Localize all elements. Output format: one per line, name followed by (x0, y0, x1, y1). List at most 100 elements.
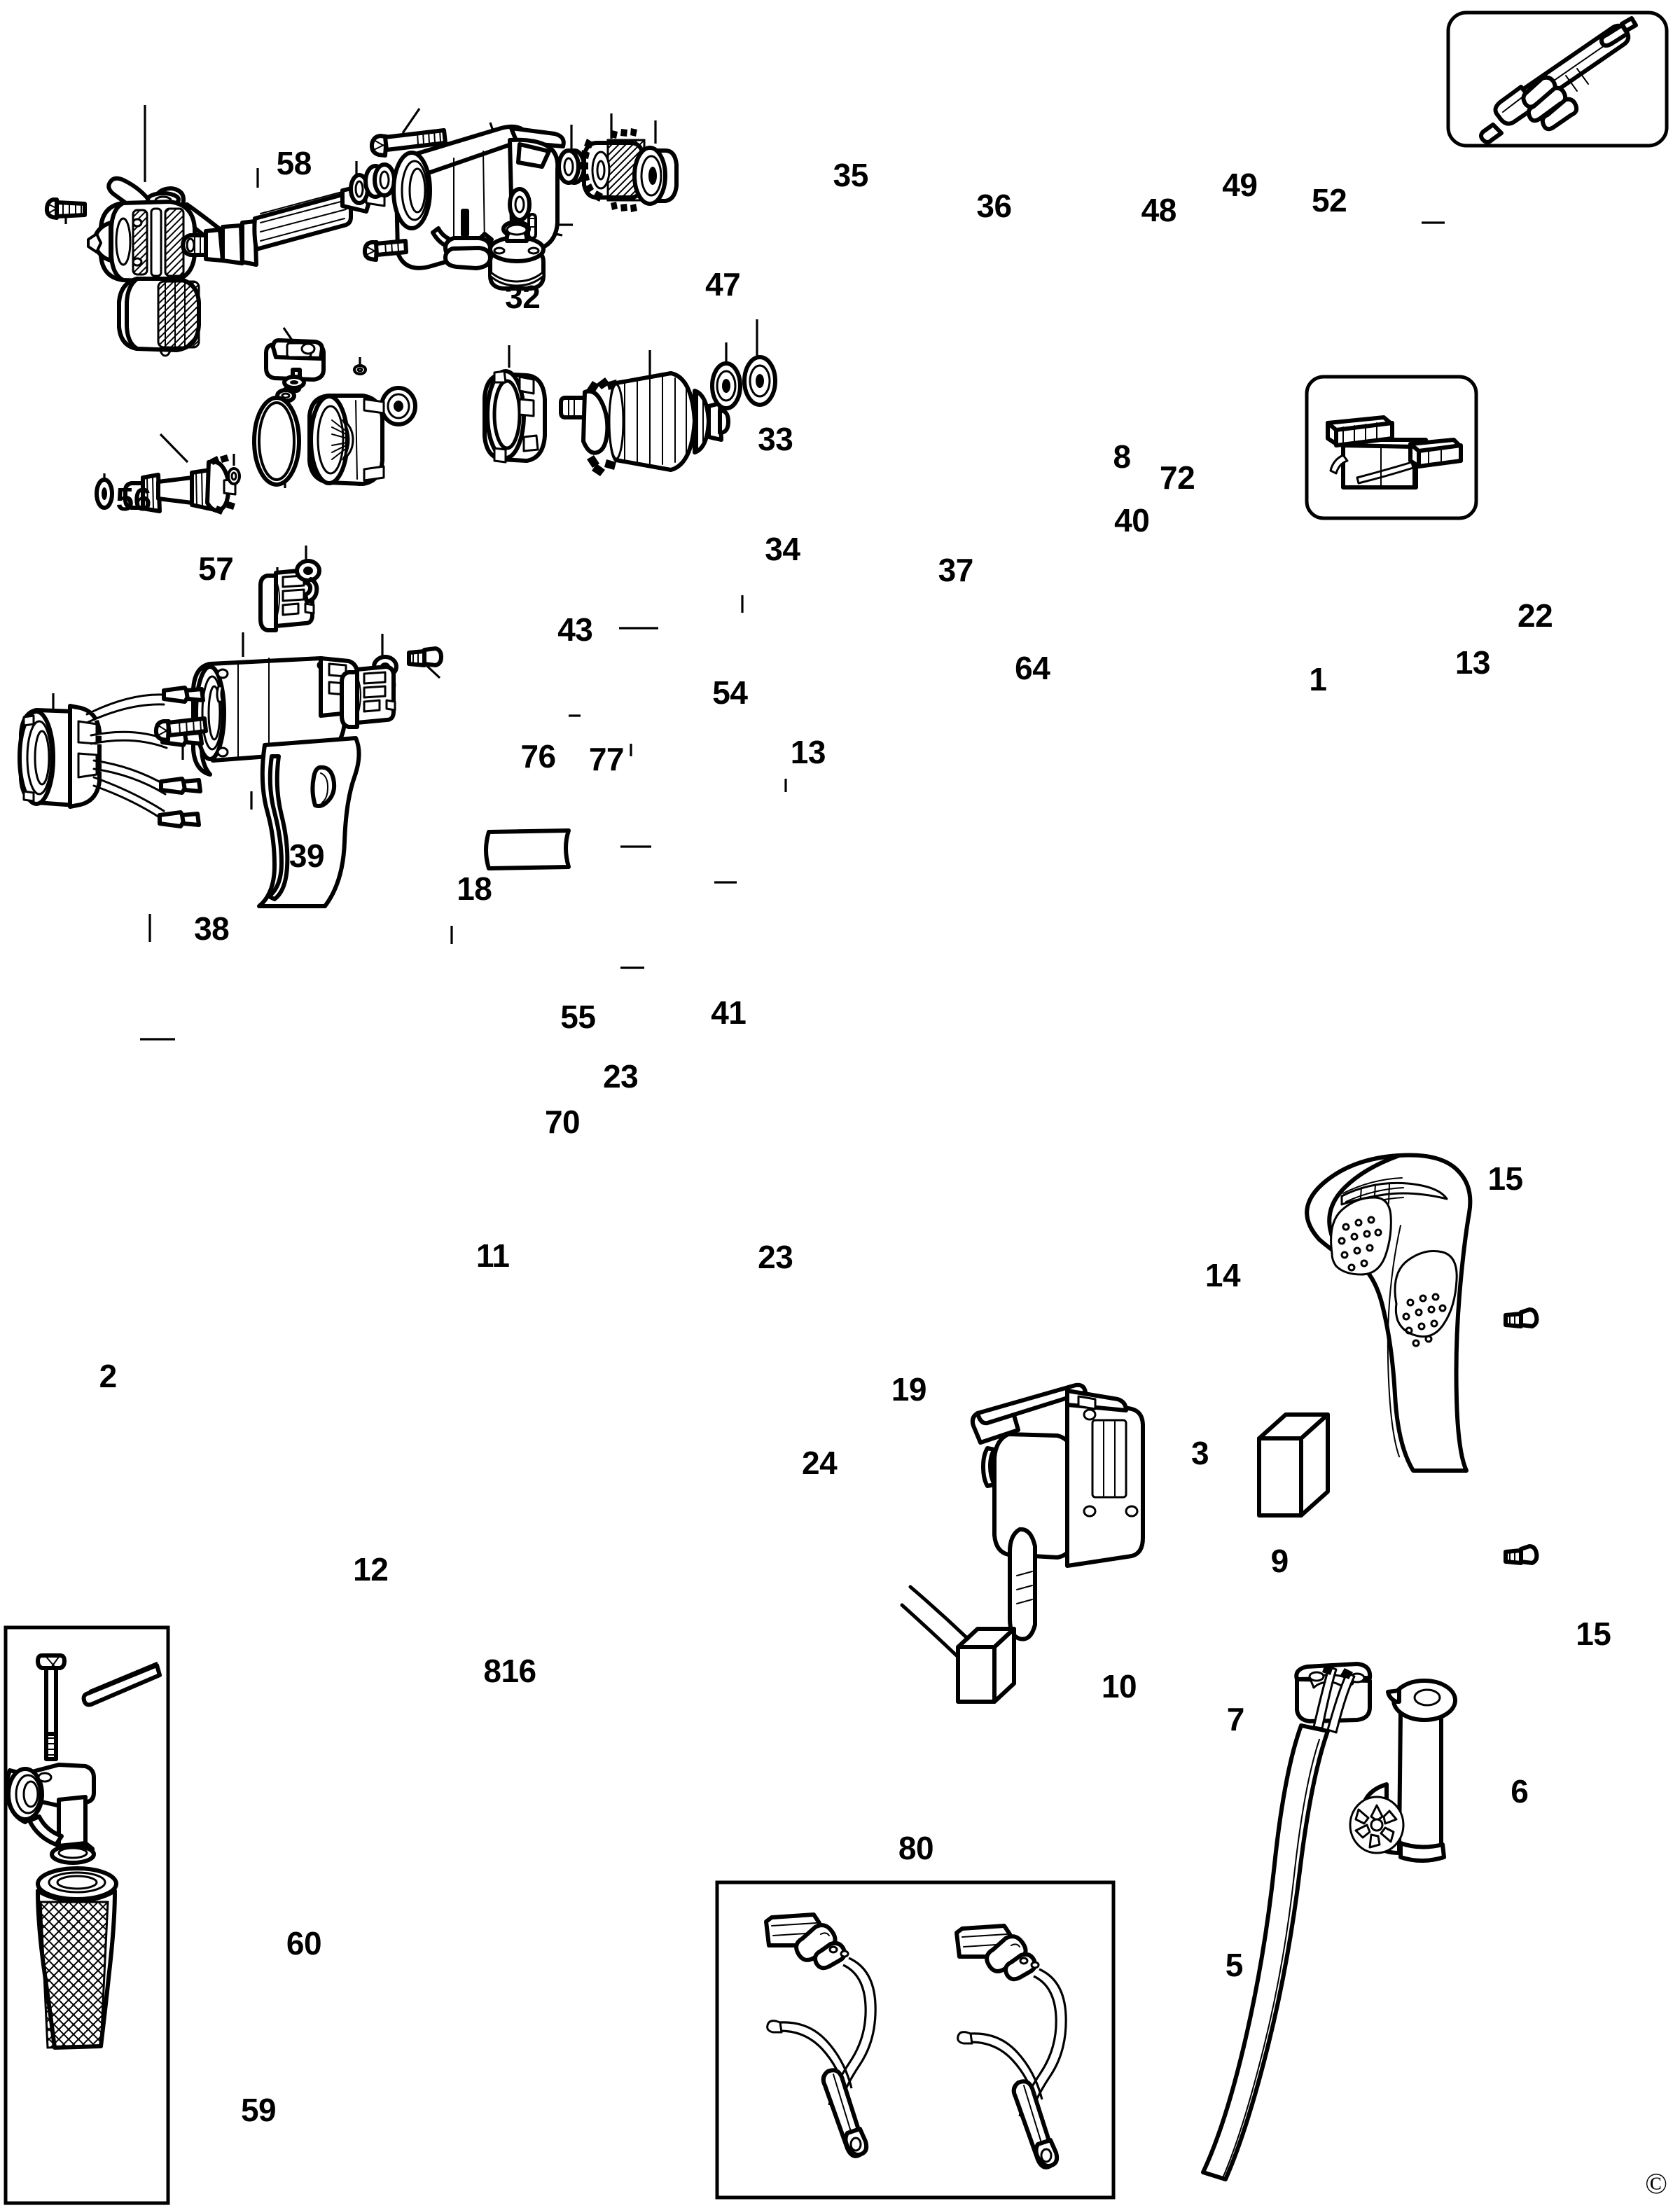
callout-43: 43 (557, 611, 593, 648)
part-47-washer (349, 173, 370, 205)
callout-41: 41 (711, 994, 747, 1031)
part-43-mode-switch (264, 338, 326, 393)
callout-7: 7 (1226, 1700, 1245, 1737)
copyright-mark: © (1645, 2168, 1667, 2200)
callout-18: 18 (457, 870, 492, 907)
part-76-washer (282, 375, 306, 390)
part-70-brush-holder (258, 568, 315, 632)
callout-1: 1 (1309, 661, 1327, 698)
callout-23b: 23 (758, 1238, 793, 1275)
part-13a-bearing (380, 386, 417, 426)
callout-38: 38 (194, 910, 230, 947)
part-24-brush-holder (340, 665, 396, 729)
callout-24: 24 (802, 1445, 838, 1482)
callout-60: 60 (286, 1925, 322, 1962)
callout-57: 57 (198, 550, 234, 588)
callout-19: 19 (891, 1370, 927, 1408)
part-39-intermediate-shaft (123, 454, 237, 515)
callout-55: 55 (560, 998, 596, 1035)
part-35-screw (369, 128, 447, 158)
part-14-handle-cover (1305, 1153, 1473, 1473)
callout-59: 59 (240, 2091, 277, 2128)
callout-8: 8 (1113, 438, 1131, 475)
part-3-switch (970, 1382, 1145, 1641)
part-56-screw (44, 197, 87, 220)
callout-39: 39 (289, 838, 325, 875)
part-15a-screw (1504, 1307, 1539, 1328)
callout-49: 49 (1222, 166, 1258, 203)
carbon-brush-right (954, 1924, 1067, 2169)
part-9-capacitor (1257, 1412, 1330, 1518)
part-6-cord-sleeve (1349, 1679, 1457, 1863)
part-10-cord-clamp (900, 1585, 1016, 1704)
part-5-cord (1201, 1664, 1356, 2181)
box-59-side-handle (4, 1625, 170, 2205)
callout-15a: 15 (1487, 1160, 1523, 1197)
part-54-washer (353, 364, 367, 375)
part-52-bearing (632, 146, 679, 206)
box-80-brush-set (715, 1880, 1116, 2200)
callout-76: 76 (520, 738, 556, 775)
part-60-depth-rod (81, 1662, 162, 1707)
part-37-spring (443, 209, 492, 270)
part-816-nameplate (484, 828, 571, 870)
callout-37: 37 (938, 552, 974, 589)
callout-15b: 15 (1576, 1615, 1611, 1652)
callout-52: 52 (1312, 182, 1347, 219)
callout-9: 9 (1270, 1543, 1289, 1580)
box-800-grease-gun (1446, 11, 1669, 148)
field-leads (85, 686, 205, 828)
box-836-kit-case (1305, 375, 1478, 520)
part-11-motor-housing (191, 656, 361, 908)
callout-32: 32 (505, 279, 541, 316)
callout-13a: 13 (790, 734, 826, 770)
part-59-bolt (36, 1653, 67, 1761)
part-2-field (18, 686, 205, 828)
callout-33: 33 (758, 421, 793, 458)
callout-40: 40 (1114, 502, 1150, 539)
part-22-bearing (742, 355, 777, 407)
callout-70: 70 (544, 1103, 581, 1140)
callout-10: 10 (1101, 1667, 1137, 1704)
part-41-fan-baffle (307, 394, 385, 486)
part-55-o-ring (252, 396, 301, 487)
part-57-keyed-chuck (87, 200, 197, 284)
callout-77: 77 (588, 741, 625, 778)
callout-47: 47 (705, 266, 741, 303)
part-13b-bearing (710, 361, 742, 410)
callout-11: 11 (475, 1237, 510, 1274)
callout-64: 64 (1015, 650, 1050, 687)
part-59-handle-body (4, 1763, 96, 1865)
part-34-screw (362, 239, 408, 262)
callout-56: 56 (116, 480, 152, 518)
part-64-baffle (483, 369, 547, 464)
part-15b-screw (1504, 1544, 1539, 1565)
callout-54: 54 (712, 674, 748, 711)
callout-72: 72 (1160, 459, 1195, 497)
carbon-brush-left (764, 1912, 877, 2158)
part-40-mode-selector (488, 223, 546, 291)
callout-3: 3 (1191, 1434, 1209, 1471)
part-1-armature (559, 371, 730, 476)
part-19-screw (407, 646, 443, 667)
callout-2: 2 (99, 1358, 118, 1395)
callout-22: 22 (1518, 597, 1553, 634)
callout-5: 5 (1225, 1946, 1244, 1983)
part-33-washer-set (363, 162, 396, 199)
callout-12: 12 (353, 1551, 389, 1588)
callout-36: 36 (976, 188, 1012, 225)
callout-816: 816 (483, 1652, 536, 1689)
callout-14: 14 (1205, 1257, 1241, 1294)
callout-6: 6 (1511, 1773, 1529, 1810)
callout-35: 35 (833, 156, 869, 193)
callout-80: 80 (898, 1830, 934, 1867)
part-38-washer (95, 478, 114, 510)
part-18-washer (227, 467, 241, 485)
part-57b-chuck-alt (117, 277, 201, 352)
part-59-grip-sleeve (36, 1866, 118, 2050)
part-23a-brush-spring (295, 559, 321, 604)
callout-23a: 23 (603, 1057, 639, 1095)
part-12-screw (153, 716, 208, 742)
